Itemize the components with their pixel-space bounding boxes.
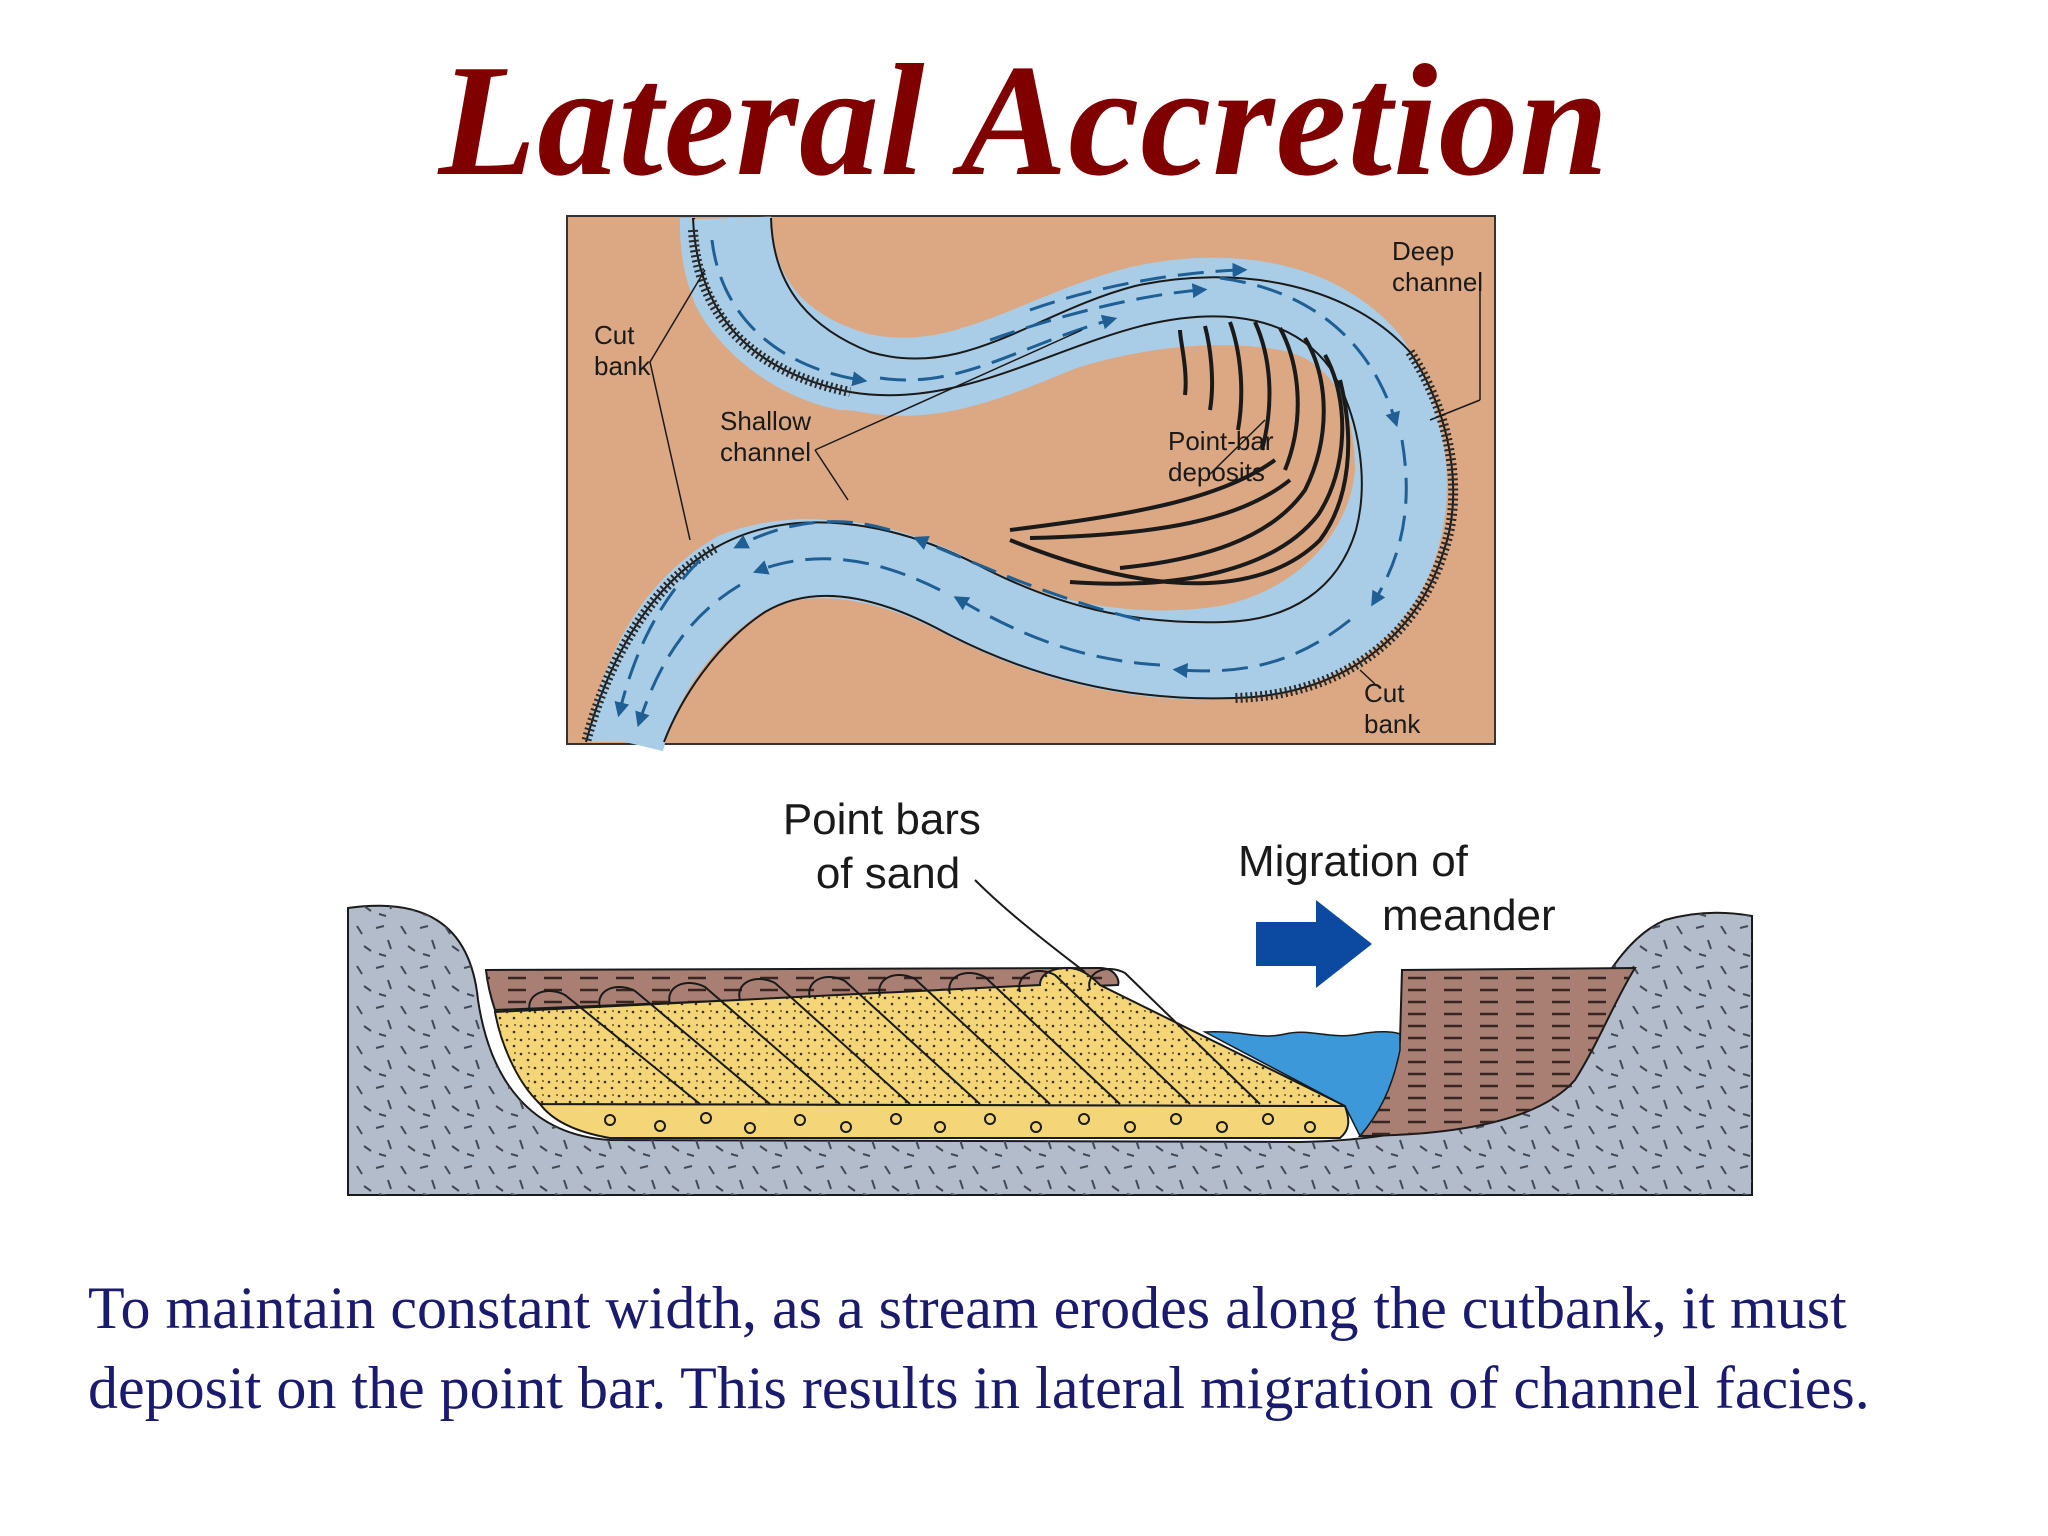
label-shallow-channel: Shallow channel (720, 406, 818, 467)
label-cut-bank-left: Cut bank (594, 320, 651, 381)
label-cut-bank-right: Cut bank (1364, 678, 1421, 739)
channel-water (1202, 1030, 1401, 1138)
sand-base (537, 1102, 1350, 1139)
cross-section: Point bars of sand Migration of meander (347, 795, 1753, 1196)
migration-arrow (1256, 900, 1372, 988)
label-point-bars-of-sand: Point bars of sand (783, 795, 993, 898)
slide-title: Lateral Accretion (438, 31, 1610, 209)
flow-arrows (614, 239, 1408, 728)
point-bar-lines (1009, 321, 1351, 586)
label-point-bar-deposits: Point-bar deposits (1168, 426, 1281, 487)
label-migration-of-meander: Migration of meander (1238, 837, 1556, 940)
label-deep-channel: Deep channel (1392, 236, 1483, 297)
river-channel (588, 218, 1400, 742)
sand-point-bars (493, 966, 1346, 1107)
gravel (604, 1112, 1316, 1134)
meander-map: Cut bank Shallow channel Point-bar depos… (566, 215, 1496, 752)
caption-text: To maintain constant width, as a stream … (88, 1275, 1870, 1421)
